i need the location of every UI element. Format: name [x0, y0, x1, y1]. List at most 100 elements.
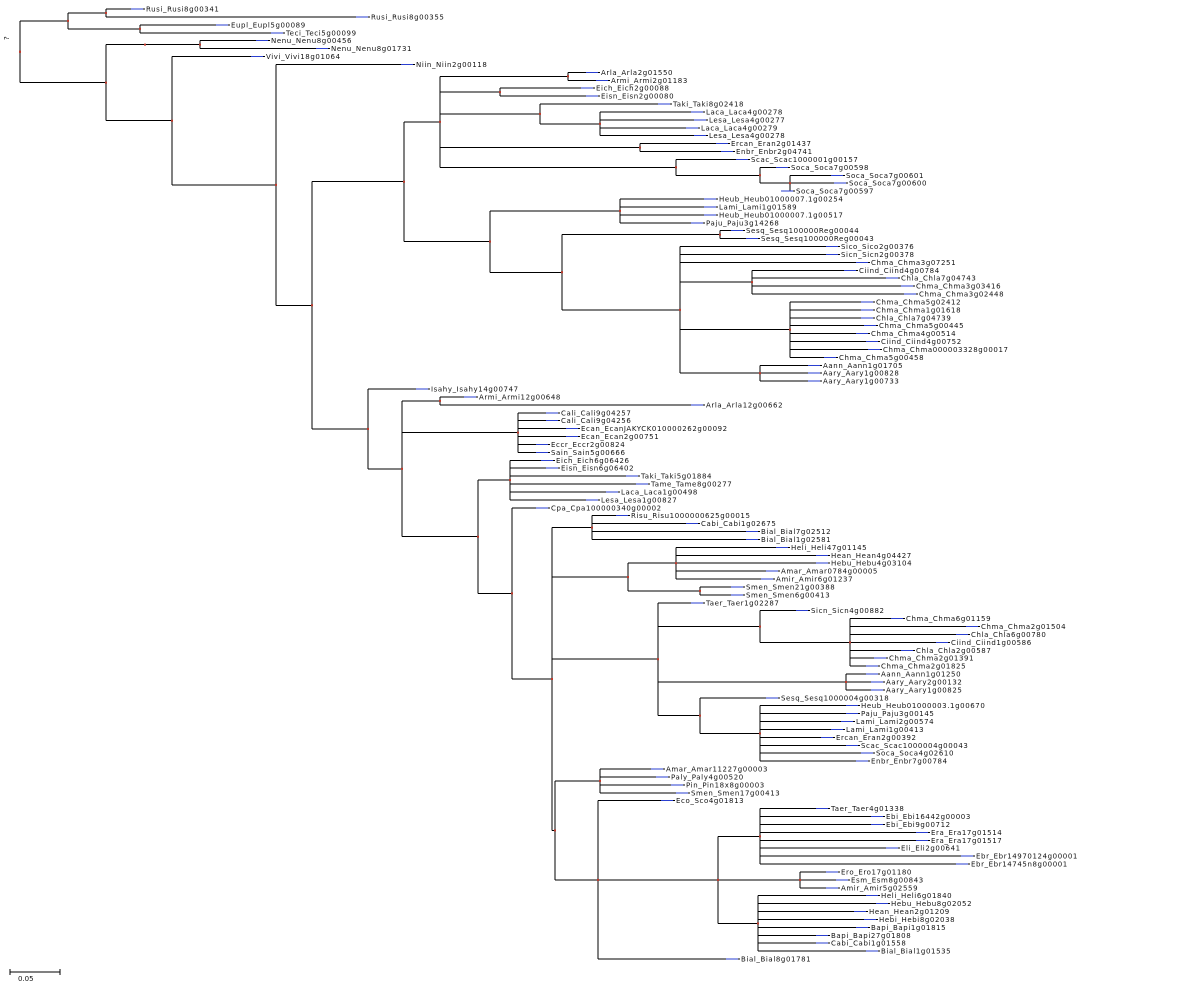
leaf-label: Chla_Chla2g00587: [916, 647, 991, 655]
leaf-label: Eccr_Eccr2g00824: [551, 441, 625, 449]
leaf-label: Cabi_Cabi1g01558: [831, 940, 906, 948]
leaf-label: Rusi_Rusi8g00341: [146, 6, 219, 14]
leaf-label: Risu_Risu1000000625g00015: [631, 512, 751, 520]
leaf-label: Aary_Aary1g00825: [886, 686, 962, 694]
leaf-label: Paju_Paju3g14268: [706, 219, 779, 227]
leaf-label: Sain_Sain5g00666: [551, 449, 626, 457]
node-marker: [759, 174, 761, 177]
node-marker: [105, 11, 107, 14]
leaf-label: Smen_Smen6g00413: [746, 591, 830, 599]
node-marker: [679, 308, 681, 311]
leaf-label: Taki_Taki5g01884: [640, 473, 712, 481]
leaf-label: Arla_Arla2g01550: [601, 69, 673, 77]
leaf-label: Taer_Taer4g01338: [830, 805, 904, 813]
node-marker: [477, 535, 479, 538]
node-marker: [567, 75, 569, 78]
leaf-label: Enbr_Enbr7g00784: [871, 758, 948, 766]
tree-annotations: [19, 11, 851, 925]
leaf-label: Nenu_Nenu8g01731: [331, 45, 412, 53]
leaf-label: Ercan_Eran2g01437: [731, 140, 812, 148]
leaf-label: Nenu_Nenu8g00456: [271, 37, 352, 45]
leaf-label: Laca_Laca4g00279: [701, 124, 778, 132]
leaf-label: Chma_Chma5g00445: [879, 322, 964, 330]
node-marker: [759, 732, 761, 735]
node-marker: [759, 372, 761, 375]
node-marker: [599, 779, 601, 782]
leaf-label: Bapi_Bapi27g01808: [831, 932, 911, 940]
leaf-label: Cabi_Cabi1g02675: [701, 520, 776, 528]
leaf-label: Scac_Scac1000004g00043: [861, 742, 968, 750]
node-marker: [759, 625, 761, 628]
leaf-label: Scac_Scac1000001g00157: [751, 156, 858, 164]
leaf-label: Eco_Sco4g01813: [676, 797, 744, 805]
leaf-label: Heli_Heli47g01145: [791, 544, 867, 552]
node-marker: [511, 592, 513, 595]
leaf-label: Teci_Teci5g00099: [285, 29, 357, 37]
leaf-label: Heub_Heub01000007.1g00517: [719, 211, 843, 219]
leaf-label: Heub_Heub01000007.1g00254: [719, 196, 843, 204]
leaf-label: Ebr_Ebr14970124g00001: [976, 853, 1078, 861]
node-marker: [489, 240, 491, 243]
leaf-label: Soca_Soca7g00600: [849, 180, 927, 188]
leaf-label: Aann_Aann1g01250: [881, 671, 961, 679]
node-marker: [311, 304, 313, 307]
node-marker: [275, 183, 277, 186]
leaf-label: Enbr_Enbr2g04741: [736, 148, 813, 156]
leaf-label: Chma_Chma4g00514: [871, 330, 956, 338]
leaf-label: Taer_Taer1g02287: [705, 599, 779, 607]
node-marker: [699, 589, 701, 592]
node-marker: [517, 431, 519, 434]
leaf-label: Rusi_Rusi8g00355: [371, 13, 444, 21]
node-marker: [599, 122, 601, 125]
leaf-label: Bial_Bial1g02581: [761, 536, 831, 544]
node-marker: [675, 562, 677, 565]
leaf-label: Ero_Ero17g01180: [841, 868, 912, 876]
leaf-label: Ebi_Ebi9g00712: [886, 821, 951, 829]
leaf-label: Aann_Aann1g01705: [823, 362, 903, 370]
leaf-label: Chma_Chma5g02412: [876, 298, 961, 306]
leaf-label: Ciind_Ciind4g00784: [859, 267, 940, 275]
leaf-label: Chma_Chma2g01825: [881, 663, 966, 671]
leaf-label: Era_Era17g01517: [931, 837, 1002, 845]
leaf-label: Sesq_Sesq1000004g00318: [781, 694, 889, 702]
leaf-label: Chma_Chma2g01391: [889, 655, 974, 663]
leaf-label: Heub_Heub01000003.1g00670: [861, 702, 985, 710]
leaf-label: Smen_Smen17g00413: [691, 789, 780, 797]
leaf-label: Hebu_Hebu8g02052: [891, 900, 972, 908]
scale-bar-label: 0.05: [18, 975, 34, 983]
leaf-label: Soca_Soca7g00597: [796, 188, 874, 196]
node-marker: [139, 27, 141, 30]
leaf-label: Cpa_Cpa100000340g00002: [551, 504, 662, 512]
leaf-label: Chma_Chma000003328g00017: [883, 346, 1009, 354]
leaf-label: Sesq_Sesq100000Reg00044: [746, 227, 859, 235]
leaf-label: Smen_Smen21g00388: [746, 583, 835, 591]
leaf-label: Bial_Bial8g01781: [741, 956, 811, 964]
leaf-label: Heli_Heli6g01840: [881, 892, 952, 900]
leaf-label: Eisn_Eisn6g06402: [561, 465, 634, 473]
leaf-label: Lami_Lami2g00574: [856, 718, 934, 726]
node-marker: [591, 526, 593, 529]
leaf-label: Ercan_Eran2g00392: [836, 734, 917, 742]
leaf-label: Eli_Eli2g00641: [901, 845, 961, 853]
leaf-label: Lesa_Lesa4g00277: [709, 116, 785, 124]
leaf-label: Isahy_Isahy14g00747: [431, 386, 519, 394]
node-marker: [619, 209, 621, 212]
leaf-label: Eich_Eich6g06426: [556, 457, 630, 465]
node-marker: [639, 146, 641, 149]
leaf-label: Aary_Aary2g00132: [886, 678, 962, 686]
leaf-label: Pin_Pin18x8g00003: [686, 781, 765, 789]
leaf-label: Laca_Laca4g00278: [706, 108, 783, 116]
leaf-label: Era_Era17g01514: [931, 829, 1002, 837]
leaf-label: Vivi_Vivi18g01064: [266, 53, 341, 61]
leaf-label: Eich_Eich2g00088: [596, 85, 670, 93]
node-marker: [751, 281, 753, 284]
leaf-label: Ciind_Ciind4g00752: [881, 338, 962, 346]
leaf-label: Armi_Armi2g01183: [611, 77, 688, 85]
leaf-label: Lesa_Lesa1g00827: [601, 496, 677, 504]
leaf-label: Chla_Chla7g04743: [901, 275, 976, 283]
leaf-label: Sicn_Sicn2g00378: [841, 251, 915, 259]
leaf-label: Ecan_EcanJAKYCK010000262g00092: [581, 425, 728, 433]
leaf-label: Hebu_Hebu4g03104: [831, 560, 912, 568]
node-marker: [597, 878, 599, 881]
leaf-label: Hean_Hean2g01209: [869, 908, 950, 916]
